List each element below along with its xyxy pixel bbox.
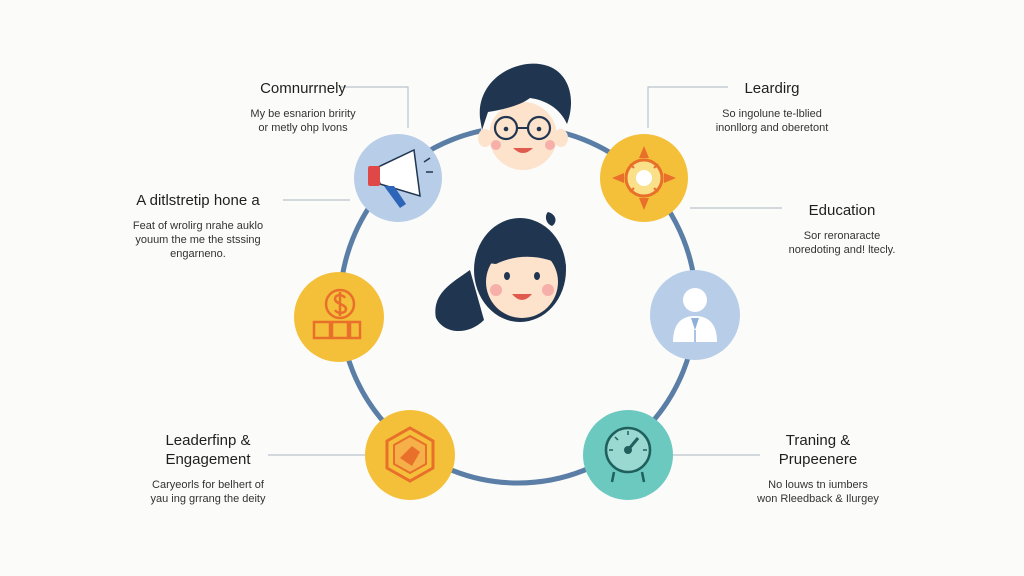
education-node (650, 270, 740, 360)
training-desc-line-2: won Rleedback & Ilurgey (757, 492, 879, 505)
leadership-engagement-desc-line-2: yau ing grrang the deity (150, 492, 266, 505)
leading-desc-line-2: inonllorg and oberetont (715, 122, 829, 135)
connector-communication (340, 86, 409, 128)
leading-node (600, 134, 688, 222)
communication-label: Comnurrnely My be esnarion bririty or me… (228, 80, 378, 135)
partnership-desc-line-1: Feat of wrolirg nrahe auklo (132, 219, 264, 232)
connector-lines (268, 86, 782, 456)
leading-label: Leardirg So ingolune te-lblied inonllorg… (692, 80, 852, 135)
partnership-desc-line-2: youum the me the stssing (135, 234, 261, 247)
leading-desc-line-1: So ingolune te-lblied (722, 107, 822, 120)
education-desc-line-1: Sor reronaracte (803, 229, 881, 242)
training-title-line-2: Prupeenere (778, 450, 858, 468)
leadership-engagement-node (365, 410, 455, 500)
communication-node (354, 134, 442, 222)
leadership-engagement-title-line-2: Engagement (165, 450, 251, 468)
education-desc-line-2: noredoting and! ltecly. (788, 244, 896, 257)
partnership-label: A ditlstretip hone a Feat of wrolirg nra… (108, 192, 288, 262)
leading-title: Leardirg (744, 80, 800, 97)
leadership-engagement-label: Leaderfinp & Engagement Caryeorls for be… (128, 432, 288, 506)
gauge-icon (604, 426, 652, 483)
sun-gear-icon (612, 146, 676, 210)
communication-desc-line-2: or metly ohp lvons (258, 122, 348, 135)
leadership-engagement-title-line-1: Leaderfinp & (165, 432, 251, 449)
training-label: Traning & Prupeenere No louws tn iumbers… (738, 432, 898, 506)
communication-desc-line-1: My be esnarion bririty (250, 107, 356, 120)
leadership-engagement-desc-line-1: Caryeorls for belhert of (152, 478, 264, 491)
training-title-line-1: Traning & (785, 432, 851, 449)
glasses-person-icon (478, 63, 572, 172)
partnership-title: A ditlstretip hone a (136, 192, 260, 209)
education-title: Education (808, 202, 876, 219)
hexagon-emblem-icon (385, 426, 435, 483)
training-desc-line-1: No louws tn iumbers (768, 478, 868, 491)
megaphone-icon (368, 148, 433, 208)
partnership-desc-line-3: engarneno. (170, 248, 226, 261)
education-label: Education Sor reronaracte noredoting and… (762, 202, 922, 257)
communication-title: Comnurrnely (260, 80, 346, 97)
coins-icon (312, 288, 362, 340)
person-icon (673, 288, 717, 342)
girl-face-icon (435, 212, 566, 332)
training-node (583, 410, 673, 500)
partnership-node (294, 272, 384, 362)
connector-leading (647, 86, 728, 128)
